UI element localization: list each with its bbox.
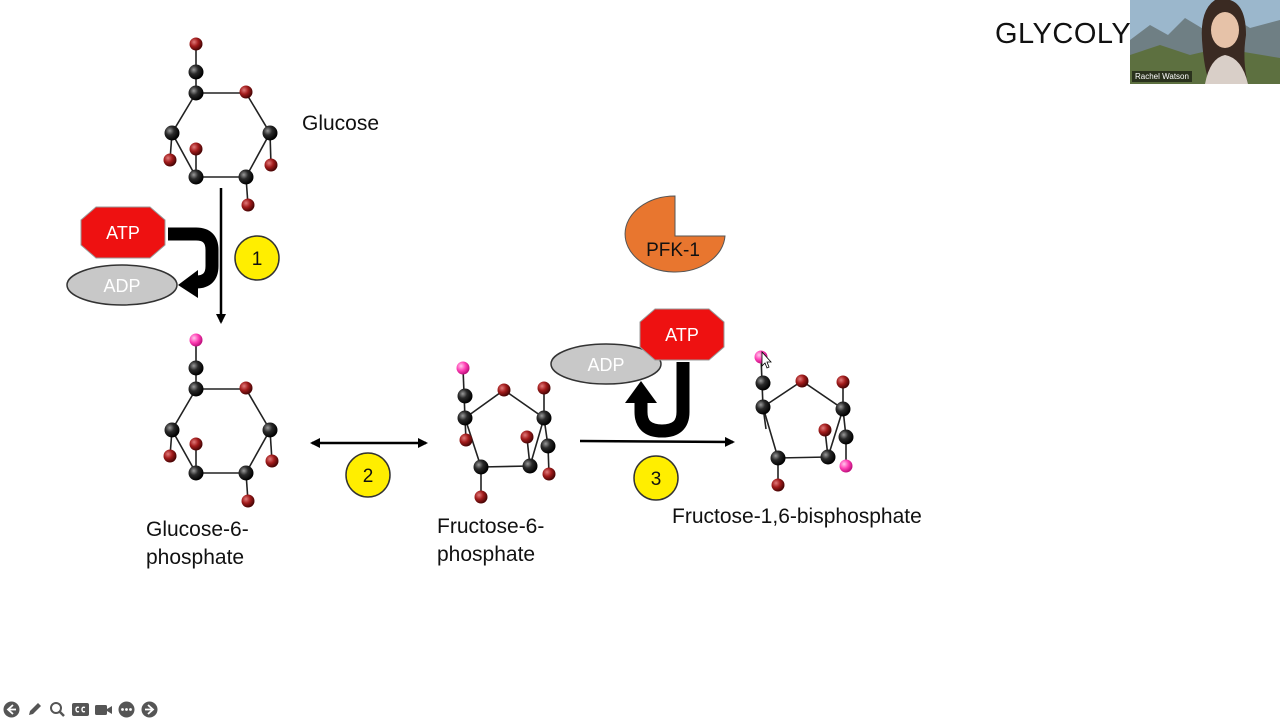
- zoom-button[interactable]: [48, 700, 67, 719]
- captions-button[interactable]: [71, 700, 90, 719]
- captions-icon: [72, 702, 89, 716]
- pfk1-enzyme-shape: [624, 195, 726, 273]
- glucose-6-phosphate-molecule: [163, 333, 279, 508]
- next-icon: [141, 701, 158, 717]
- g6p-label-line1: Glucose-6-: [146, 518, 249, 541]
- step1-number-badge: [234, 235, 280, 281]
- step3-adp-badge: [550, 343, 662, 385]
- glucose-molecule: [163, 37, 278, 212]
- presenter-webcam: Rachel Watson: [1130, 0, 1280, 84]
- pfk1-enzyme-text: PFK-1: [646, 240, 700, 261]
- step3-number: 3: [651, 469, 662, 490]
- glucose-6-phosphate-label: Glucose-6- phosphate: [146, 516, 249, 572]
- step1-adp-text: ADP: [103, 276, 140, 296]
- fructose-6-phosphate-molecule: [456, 361, 556, 504]
- step2-number-badge: [345, 452, 391, 498]
- fructose-1-6-bisphosphate-label: Fructose-1,6-bisphosphate: [672, 505, 922, 528]
- step3-hook-arrow: [634, 362, 690, 438]
- zoom-icon: [50, 701, 65, 717]
- more-icon: [118, 701, 135, 717]
- pen-icon: [29, 702, 41, 715]
- g6p-label-line2: phosphate: [146, 546, 245, 569]
- step2-number: 2: [363, 466, 374, 487]
- slide-title: GLYCOLYS: [995, 18, 1152, 50]
- fructose-1-6-bisphosphate-molecule: [754, 350, 854, 492]
- pen-tool-button[interactable]: [25, 700, 44, 719]
- step1-hook-arrow: [168, 227, 219, 289]
- camera-button[interactable]: [94, 700, 113, 719]
- more-options-button[interactable]: [117, 700, 136, 719]
- step3-arrow: [579, 436, 735, 447]
- fructose-6-phosphate-label: Fructose-6- phosphate: [437, 513, 544, 569]
- presenter-name: Rachel Watson: [1132, 71, 1192, 82]
- next-slide-button[interactable]: [140, 700, 159, 719]
- step1-number: 1: [252, 249, 263, 270]
- camera-icon: [95, 704, 112, 715]
- step3-atp-badge: [639, 308, 725, 361]
- step3-adp-text: ADP: [587, 355, 624, 375]
- step3-atp-text: ATP: [665, 325, 699, 345]
- step1-adp-badge: [66, 264, 178, 306]
- previous-icon: [3, 701, 20, 717]
- step1-atp-text: ATP: [106, 223, 140, 243]
- step3-number-badge: [633, 455, 679, 501]
- glucose-label: Glucose: [302, 112, 380, 135]
- f6p-label-line1: Fructose-6-: [437, 515, 545, 538]
- step1-atp-badge: [80, 206, 166, 259]
- mouse-cursor-icon: [761, 350, 772, 369]
- previous-slide-button[interactable]: [2, 700, 21, 719]
- presentation-toolbar: [0, 698, 159, 720]
- f6p-label-line2: phosphate: [437, 543, 536, 566]
